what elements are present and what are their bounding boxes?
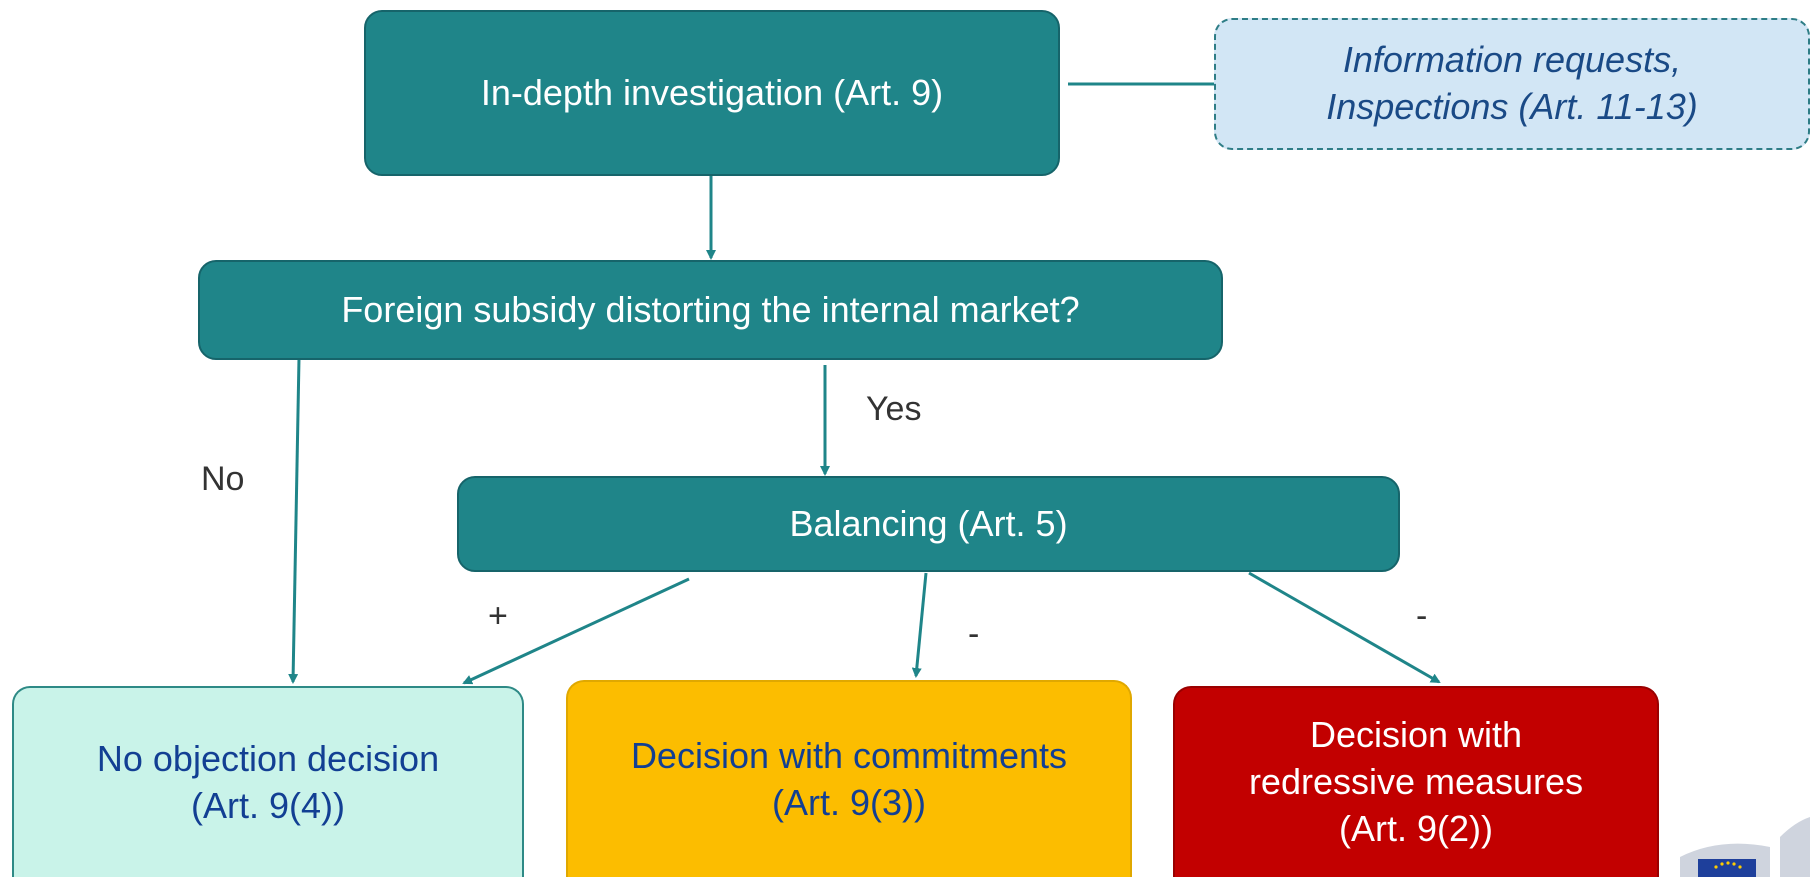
balancing-label: Balancing (Art. 5) bbox=[789, 502, 1068, 544]
redressive-line3: (Art. 9(2)) bbox=[1338, 807, 1493, 849]
commitments-line2: (Art. 9(3)) bbox=[771, 781, 926, 823]
commitments-decision-box: Decision with commitments (Art. 9(3)) bbox=[566, 680, 1132, 877]
eu-flag-logo bbox=[1680, 817, 1810, 877]
arrow-balancing-to-commitments bbox=[911, 572, 928, 678]
no-label: No bbox=[201, 460, 245, 498]
redressive-line1: Decision with bbox=[1309, 714, 1523, 756]
investigation-label: In-depth investigation (Art. 9) bbox=[480, 71, 944, 113]
redressive-line2: redressive measures bbox=[1248, 761, 1584, 803]
minus-label-left: - bbox=[968, 615, 980, 653]
requests-line2: Inspections (Art. 11-13) bbox=[1326, 86, 1698, 127]
investigation-box: In-depth investigation (Art. 9) bbox=[364, 10, 1060, 176]
no-objection-decision-box: No objection decision (Art. 9(4)) bbox=[12, 686, 524, 877]
question-label: Foreign subsidy distorting the internal … bbox=[341, 288, 1080, 330]
balancing-box: Balancing (Art. 5) bbox=[457, 476, 1400, 572]
information-requests-box: Information requests, Inspections (Art. … bbox=[1214, 18, 1810, 150]
minus-label-right: - bbox=[1416, 597, 1428, 635]
arrow-balancing-to-redressive bbox=[1248, 571, 1441, 684]
question-box: Foreign subsidy distorting the internal … bbox=[198, 260, 1223, 360]
yes-label: Yes bbox=[866, 390, 922, 428]
plus-label: + bbox=[488, 597, 508, 635]
requests-line1: Information requests, bbox=[1342, 39, 1682, 81]
no-objection-line1: No objection decision bbox=[96, 737, 440, 779]
redressive-measures-box: Decision with redressive measures (Art. … bbox=[1173, 686, 1659, 877]
arrow-balancing-to-no-objection bbox=[462, 577, 690, 685]
no-objection-line2: (Art. 9(4)) bbox=[190, 784, 345, 826]
commitments-line1: Decision with commitments bbox=[630, 734, 1068, 776]
arrow-question-to-no-objection bbox=[288, 357, 301, 684]
